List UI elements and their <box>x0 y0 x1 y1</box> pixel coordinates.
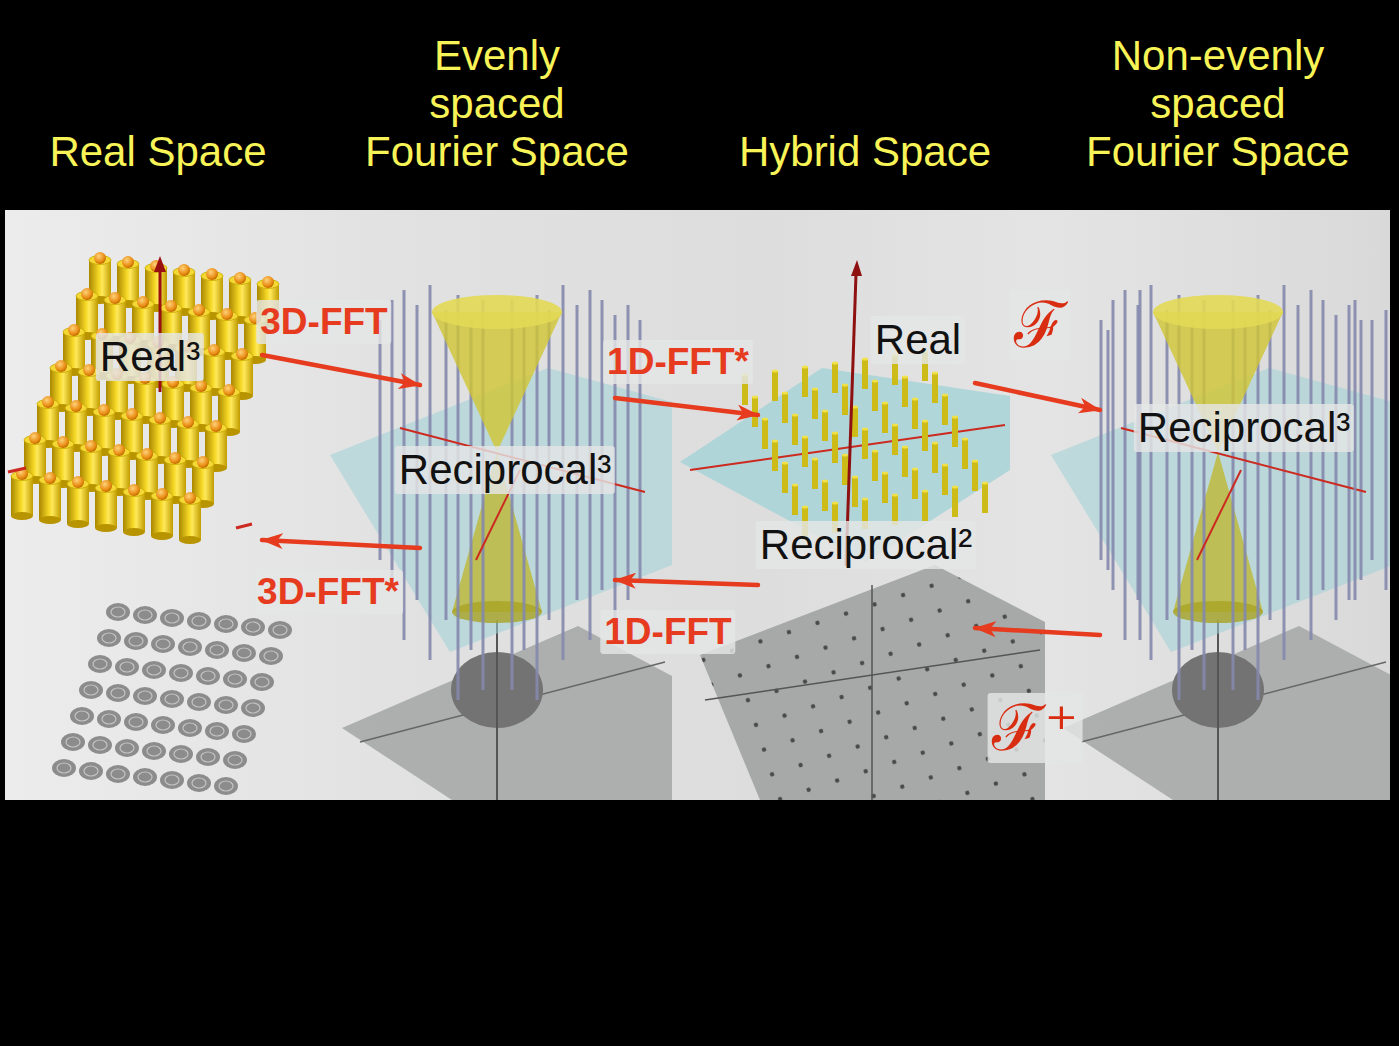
wrap-spacer <box>327 32 417 128</box>
axis-label: Reciprocal³ <box>395 446 615 494</box>
wrap-spacer <box>1048 32 1103 128</box>
illustration-part-part <box>236 524 252 528</box>
illustration-part-part-part <box>1371 320 1374 560</box>
illustration-part-part-part <box>1385 310 1388 590</box>
illustration-part-part-part <box>762 394 948 450</box>
space-heading-block: Non-evenly spaced Fourier Space <box>1048 32 1388 176</box>
transform-label: 3D-FFT <box>256 300 391 344</box>
space-heading: Real Space <box>49 128 266 176</box>
wrap-spacer <box>577 32 667 128</box>
transform-arrow <box>615 398 758 415</box>
transform-label: ℱ <box>1010 290 1071 360</box>
illustration-part-part <box>1108 290 1386 640</box>
illustration-part-part-part <box>752 372 938 428</box>
illustration-part-part <box>52 603 292 795</box>
illustration-part-part-part <box>792 460 978 516</box>
transform-arrow <box>262 540 420 548</box>
illustration-part-part <box>871 585 873 800</box>
space-heading: Non-evenly spaced Fourier Space <box>1086 32 1350 175</box>
transform-label: 3D-FFT* <box>253 570 403 614</box>
wrap-spacer <box>1333 32 1388 128</box>
illustration-part-part <box>700 565 1045 800</box>
transform-arrow <box>615 580 758 585</box>
illustration-part-part-part <box>1107 330 1110 570</box>
illustration-part-part-part <box>52 759 238 795</box>
illustration-part-part-part <box>772 416 958 472</box>
illustration-part-part <box>8 468 26 472</box>
illustration-part-part <box>700 565 1045 800</box>
transform-label: 1D-FFT <box>600 610 735 654</box>
space-heading: Hybrid Space <box>739 128 991 176</box>
illustration-part-part <box>1051 285 1390 800</box>
axis-label: Real³ <box>96 333 204 381</box>
space-panel: Real Space <box>10 215 262 795</box>
space-panel: Evenly spaced Fourier Space <box>420 215 615 795</box>
transform-arrow <box>262 355 420 385</box>
transform-arrow <box>975 628 1100 635</box>
space-heading-block: Evenly spaced Fourier Space <box>327 32 667 176</box>
space-panel: Non-evenly spaced Fourier Space <box>1100 215 1385 795</box>
space-panel: Hybrid Space <box>758 215 975 795</box>
illustration-part-part <box>11 252 279 544</box>
illustration-part-part <box>742 350 988 538</box>
illustration-part-part-part <box>1354 300 1357 600</box>
transform-label: 1D-FFT* <box>603 340 753 384</box>
illustration-part-part-part <box>782 438 968 494</box>
illustration-part <box>8 252 1390 800</box>
illustration-part-part <box>851 260 862 276</box>
space-heading: Evenly spaced Fourier Space <box>365 32 629 175</box>
illustration-part-part-part <box>1139 290 1142 640</box>
illustration-part-part <box>154 256 166 272</box>
axis-label: Reciprocal³ <box>1134 404 1354 452</box>
illustration-part-part-part <box>11 468 201 544</box>
transform-arrow <box>975 383 1100 410</box>
axis-label: Reciprocal² <box>756 521 976 569</box>
axis-label: Real <box>871 316 965 364</box>
transform-label: ℱ⁺ <box>988 693 1083 763</box>
